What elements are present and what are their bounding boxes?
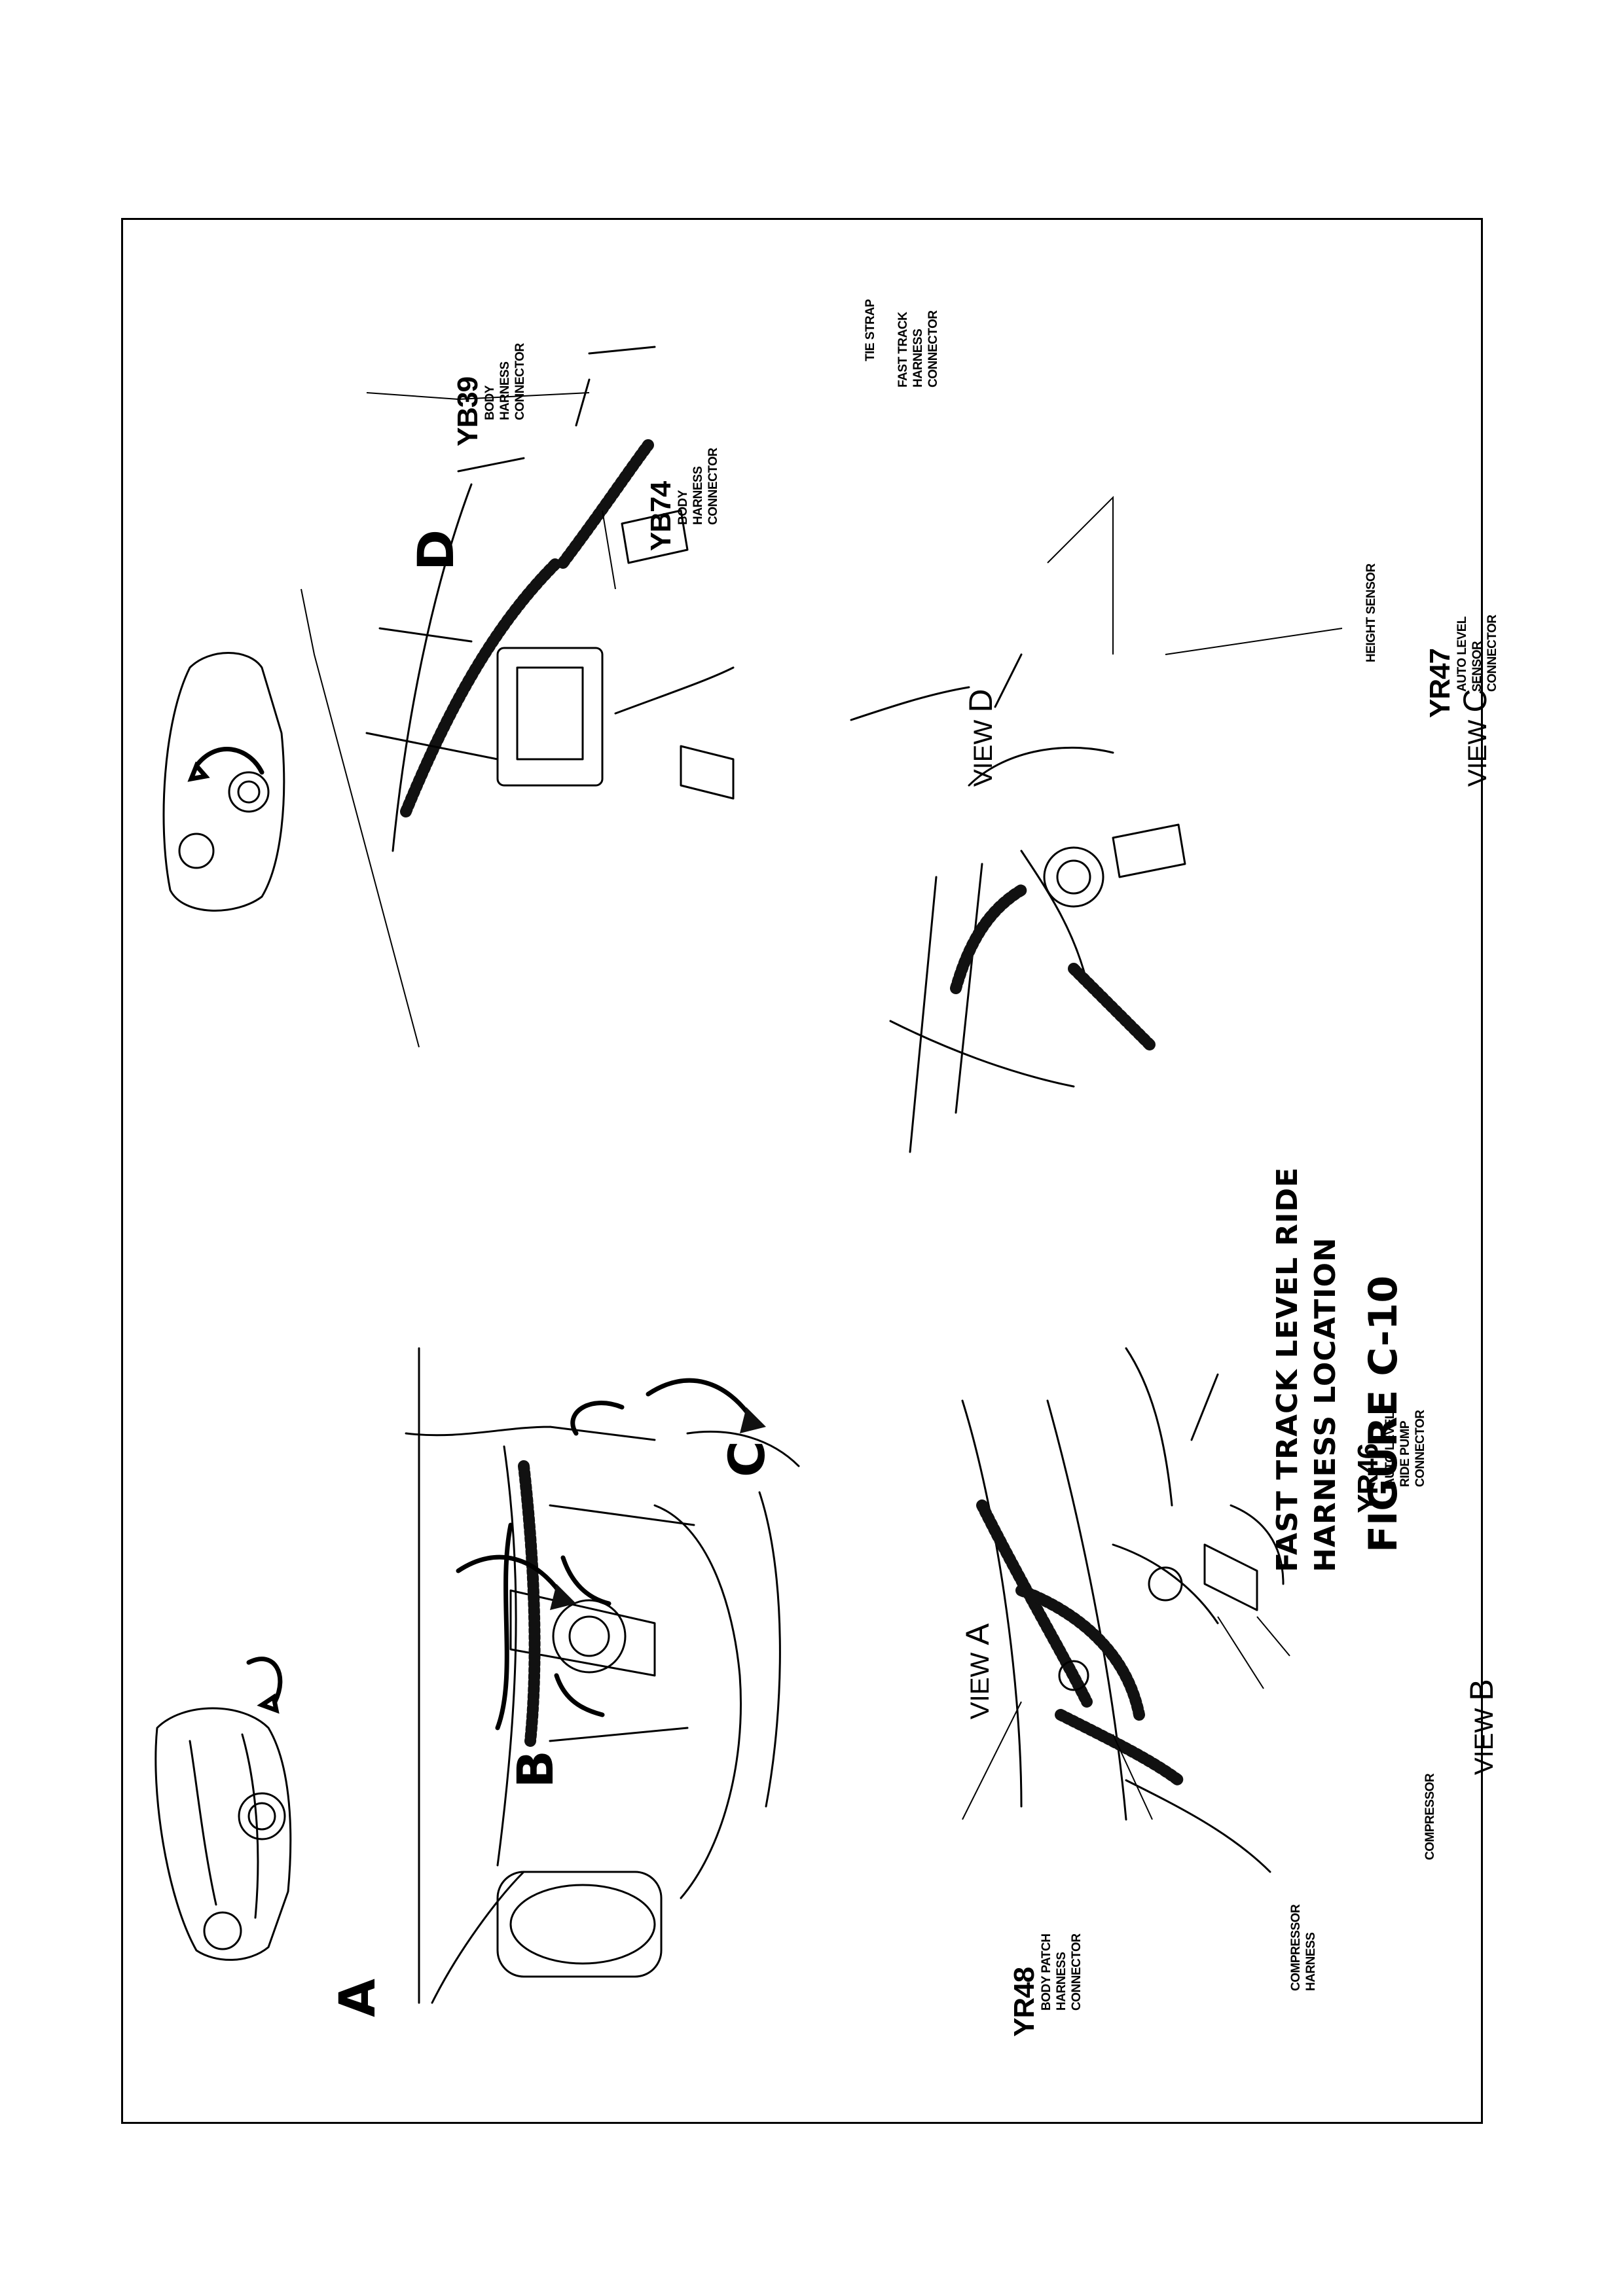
callout-fast-track-connector: FAST TRACK HARNESS CONNECTOR [896,310,941,387]
leader-yr47 [1165,628,1343,655]
view-b-drawing [961,1347,1285,1873]
arrow-c-head-icon [740,1407,766,1433]
arrow-c-label: C [718,1441,776,1477]
callout-yr46-line-3: CONNECTOR [1413,1410,1427,1487]
view-a-prefix: VIEW [966,1645,994,1719]
view-c-prefix: VIEW [1463,712,1492,787]
callout-yr48-line-2: HARNESS [1055,1952,1068,2011]
callout-tie-strap: TIE STRAP [863,299,878,361]
callout-yr46-code: YR46 [1352,1443,1384,1513]
figure-title: FAST TRACK LEVEL RIDE HARNESS LOCATION [1269,1167,1345,1572]
view-a-drawing [405,1347,800,2004]
callout-yb74-line-3: CONNECTOR [706,448,720,525]
leader-yr48 [962,1701,1022,1820]
callout-yr47-code: YR47 [1424,648,1456,718]
callout-yb39: YB39 BODY HARNESS CONNECTOR [452,343,528,446]
callout-height-sensor-line-1: HEIGHT SENSOR [1364,564,1378,662]
view-b-prefix: VIEW [1470,1700,1499,1775]
leader-yb74 [602,510,616,590]
callout-yr46-line-2: RIDE PUMP [1398,1420,1412,1487]
arrow-c-icon [646,1378,756,1423]
leader-compressor-harness [1112,1734,1153,1820]
arrow-b-label: B [506,1750,564,1788]
figure-title-line-1: FAST TRACK LEVEL RIDE [1271,1166,1304,1572]
leader-yb39 [301,588,420,1048]
callout-yr47: YR47 AUTO LEVEL SENSOR CONNECTOR [1424,615,1500,718]
view-b-letter: B [1463,1679,1500,1701]
view-c-drawing [850,653,1186,1153]
figure-title-line-2: HARNESS LOCATION [1309,1237,1342,1572]
view-a-caption: VIEW A [959,1623,996,1719]
arrow-b-icon [456,1554,566,1600]
callout-compressor-harness-line-2: HARNESS [1304,1932,1318,1991]
leader-yr46 [1217,1616,1264,1689]
callout-yr48-line-1: BODY PATCH [1040,1933,1053,2011]
callout-compressor: COMPRESSOR [1423,1774,1438,1860]
callout-yb39-code: YB39 [452,376,484,446]
page-border [121,218,1483,2124]
callout-yb74: YB74 BODY HARNESS CONNECTOR [645,448,721,551]
callout-tie-strap-line-1: TIE STRAP [864,299,877,361]
callout-compressor-harness-line-1: COMPRESSOR [1289,1904,1303,1991]
callout-yb74-code: YB74 [645,481,677,551]
callout-fast-track-connector-line-1: FAST TRACK [896,312,910,387]
view-b-caption: VIEW B [1463,1679,1500,1775]
callout-yb74-line-1: BODY [676,490,690,525]
callout-yb39-line-2: HARNESS [498,361,512,420]
callout-yr48: YR48 BODY PATCH HARNESS CONNECTOR [1008,1933,1084,2037]
leader-height-sensor [1047,495,1114,655]
view-d-prefix: VIEW [969,712,998,787]
callout-height-sensor: HEIGHT SENSOR [1364,564,1379,662]
arrow-d-label: D [407,529,465,571]
callout-yb74-line-2: HARNESS [691,466,705,525]
callout-yr46-line-1: AUTO LEVEL [1383,1412,1397,1487]
leader-compressor [1256,1616,1290,1657]
callout-compressor-harness: COMPRESSOR HARNESS [1288,1905,1319,1991]
arrow-a-label: A [328,1979,386,2017]
view-d-caption: VIEW D [962,689,999,787]
car-overview-right-icon [162,652,285,912]
view-d-drawing [365,346,735,852]
callout-yr47-line-3: CONNECTOR [1486,615,1499,692]
callout-yr47-line-2: SENSOR [1470,641,1484,692]
view-d-letter: D [962,689,999,713]
callout-fast-track-connector-line-2: HARNESS [911,329,925,387]
car-overview-left-icon [155,1657,292,1961]
callout-yr48-line-3: CONNECTOR [1070,1933,1084,2011]
callout-yr46: YR46 AUTO LEVEL RIDE PUMP CONNECTOR [1352,1410,1428,1513]
callout-yb39-line-3: CONNECTOR [513,343,527,420]
leader-tie-strap [366,392,590,401]
arrow-b-head-icon [550,1584,576,1610]
callout-yr47-line-1: AUTO LEVEL [1455,617,1469,692]
rotated-layer: A B C D VIEW A VIEW B VIEW C VIEW D FAST… [123,220,1500,2122]
callout-yb39-line-1: BODY [483,386,497,420]
callout-fast-track-connector-line-3: CONNECTOR [926,310,940,387]
view-a-letter: A [959,1623,996,1645]
callout-yr48-code: YR48 [1008,1967,1040,2037]
callout-compressor-line-1: COMPRESSOR [1423,1773,1437,1860]
